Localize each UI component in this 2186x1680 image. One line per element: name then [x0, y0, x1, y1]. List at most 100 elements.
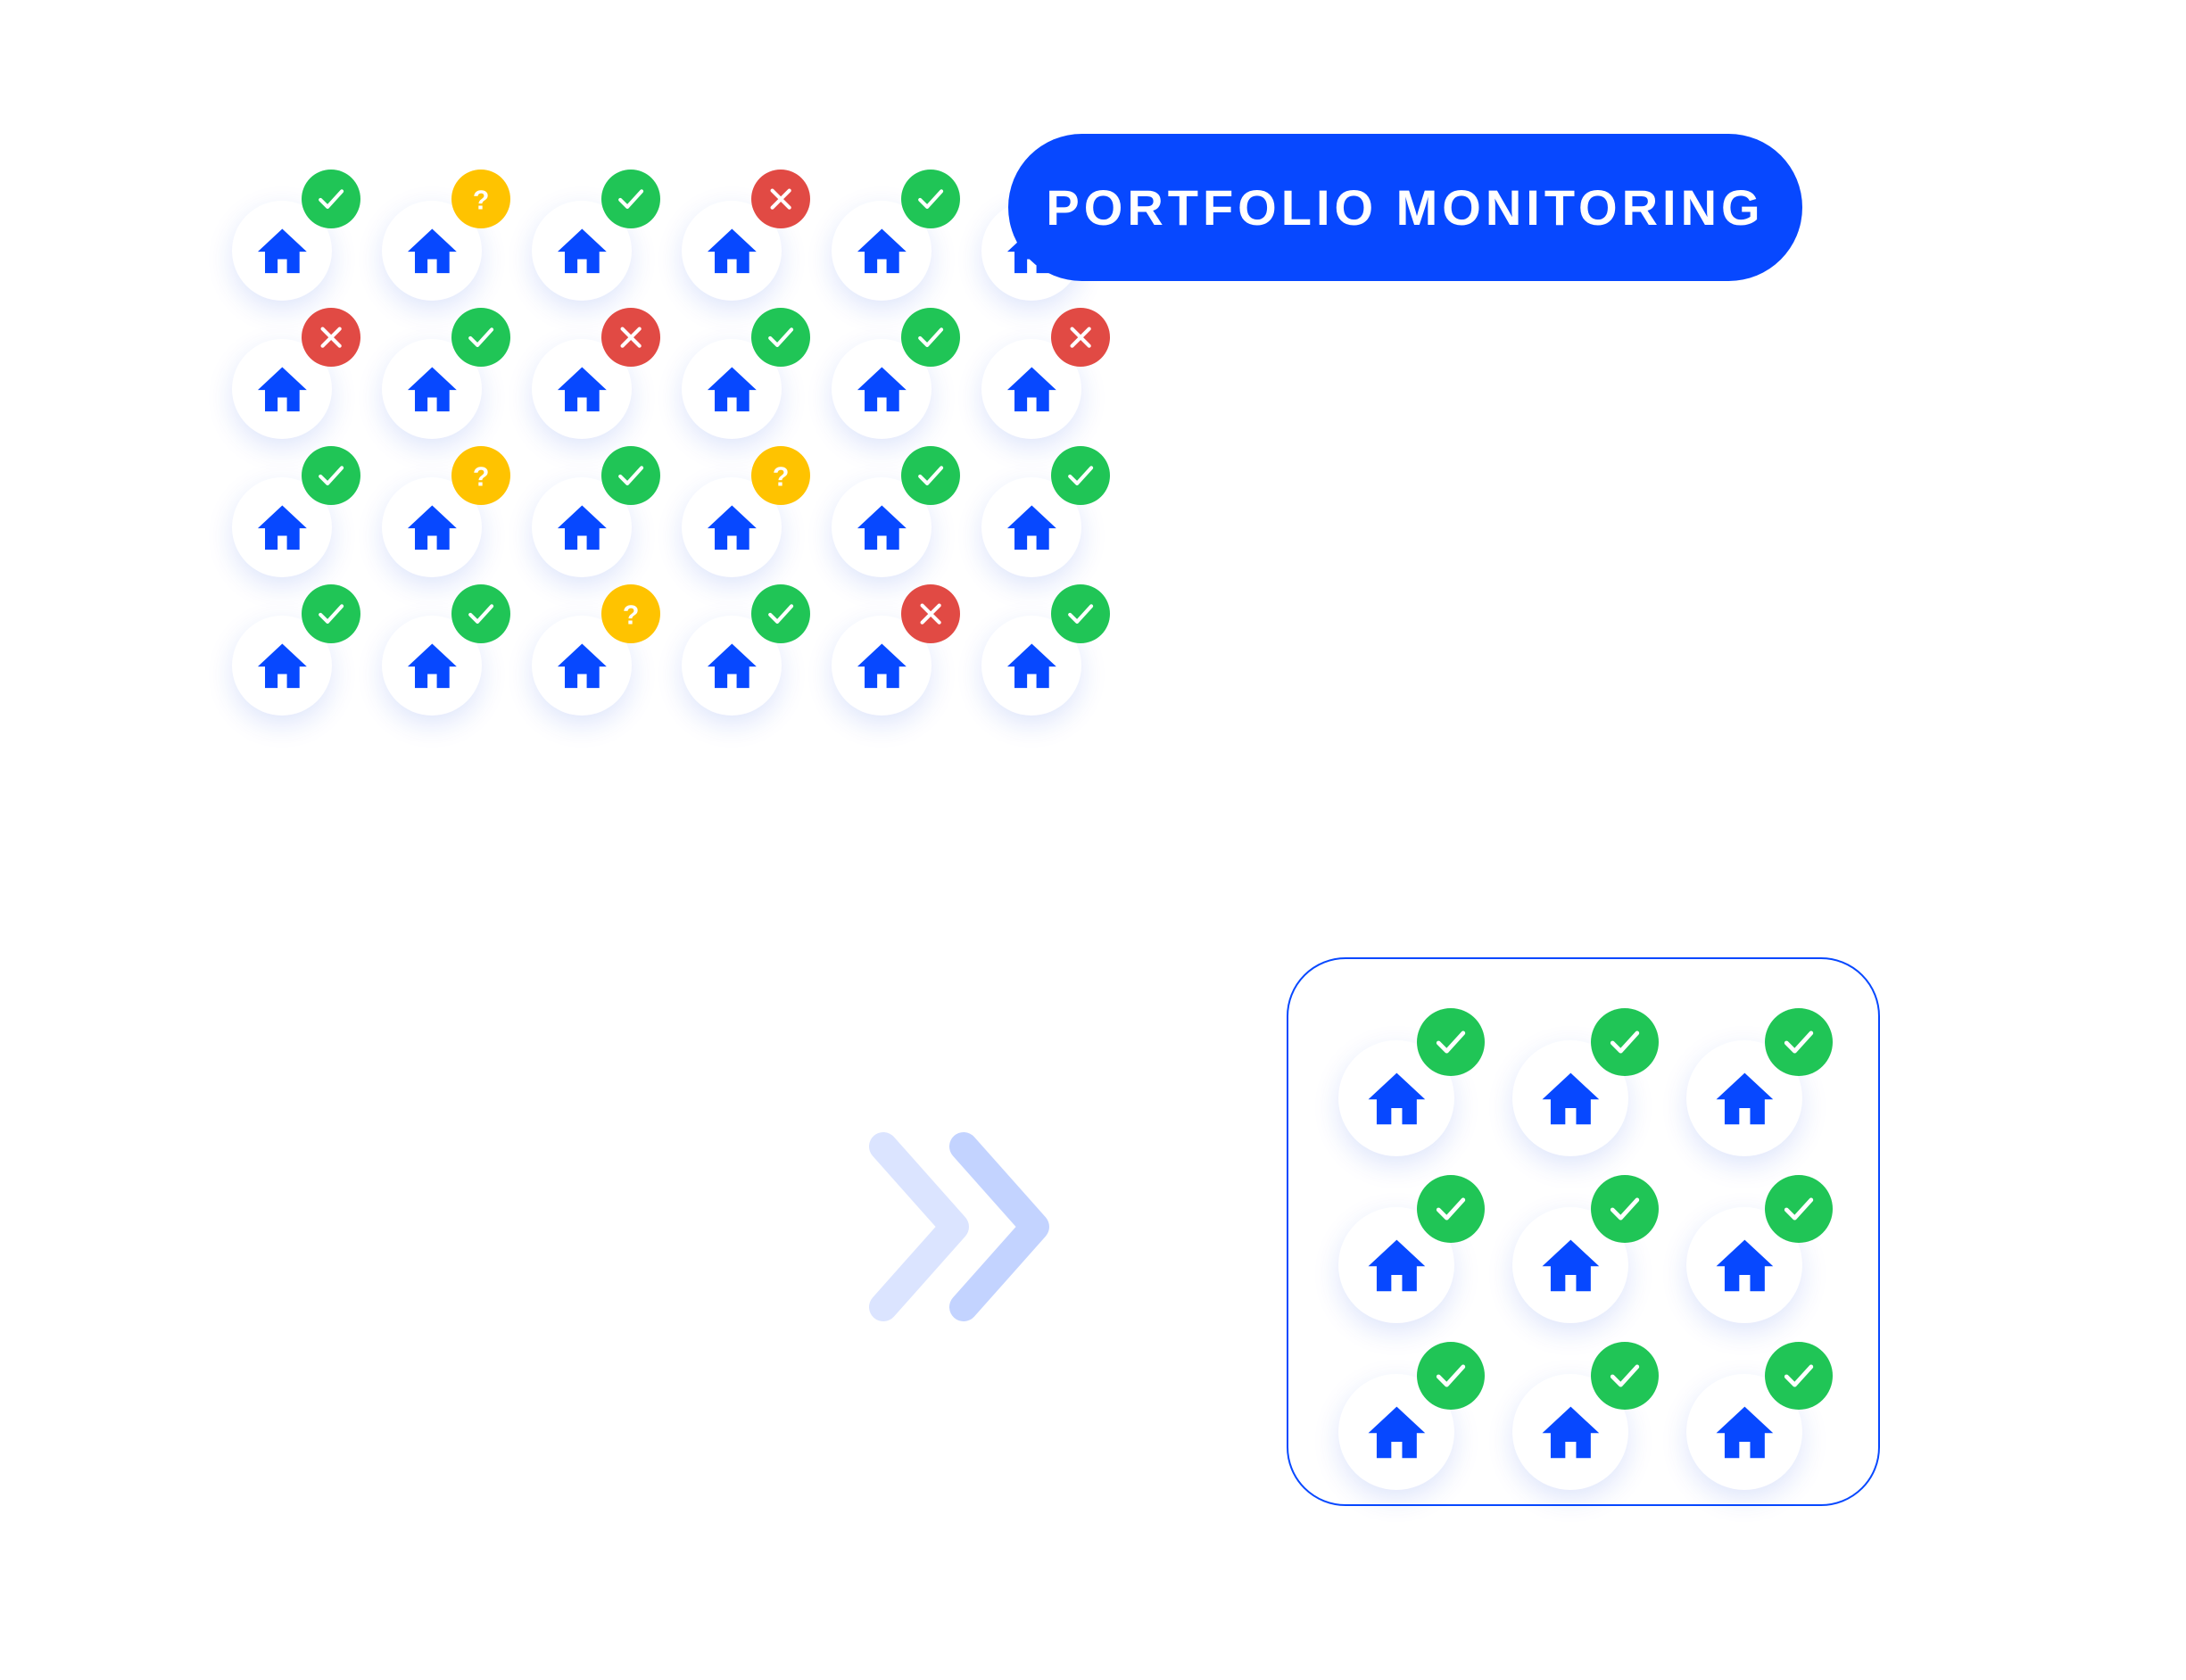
portfolio-house-3-4: ? — [682, 446, 824, 577]
house-icon — [1006, 505, 1056, 550]
status-badge-ok — [1765, 1175, 1833, 1243]
check-icon — [917, 466, 944, 485]
status-badge-unknown: ? — [451, 170, 510, 228]
status-badge-ok — [751, 584, 810, 643]
status-badge-ok — [451, 308, 510, 367]
status-badge-ok — [1417, 1175, 1485, 1243]
house-circle — [981, 339, 1081, 439]
portfolio-house-2-4 — [682, 308, 824, 439]
house-icon — [857, 505, 907, 550]
portfolio-house-4-1 — [232, 584, 375, 716]
status-badge-bad — [601, 308, 660, 367]
house-icon — [707, 643, 757, 688]
check-icon — [1436, 1197, 1466, 1221]
portfolio-house-1-1 — [232, 170, 375, 301]
status-badge-unknown: ? — [451, 446, 510, 505]
chevron-right-icon — [949, 1132, 1049, 1321]
check-icon — [1610, 1030, 1640, 1054]
status-badge-ok — [1417, 1008, 1485, 1076]
house-icon — [1368, 1239, 1425, 1291]
status-badge-ok — [1591, 1008, 1659, 1076]
status-badge-ok — [1051, 584, 1110, 643]
house-icon — [407, 367, 457, 411]
house-circle — [382, 339, 482, 439]
status-badge-ok — [451, 584, 510, 643]
check-icon — [917, 189, 944, 209]
monitored-house-1-3 — [1686, 1008, 1847, 1156]
check-icon — [1436, 1364, 1466, 1387]
house-icon — [1716, 1239, 1773, 1291]
portfolio-house-2-6 — [981, 308, 1124, 439]
monitored-house-2-3 — [1686, 1175, 1847, 1323]
status-badge-ok — [1591, 1342, 1659, 1410]
cross-icon — [1070, 327, 1091, 348]
portfolio-house-4-6 — [981, 584, 1124, 716]
portfolio-house-2-3 — [532, 308, 675, 439]
house-icon — [557, 505, 607, 550]
monitored-house-1-2 — [1512, 1008, 1673, 1156]
check-icon — [1436, 1030, 1466, 1054]
house-icon — [1006, 367, 1056, 411]
title-text: PORTFOLIO MONITORING — [1046, 179, 1765, 236]
house-icon — [1368, 1406, 1425, 1458]
monitored-house-1-1 — [1338, 1008, 1499, 1156]
check-icon — [1784, 1030, 1814, 1054]
monitored-house-3-3 — [1686, 1342, 1847, 1490]
status-badge-ok — [751, 308, 810, 367]
check-icon — [468, 604, 494, 624]
status-badge-unknown: ? — [751, 446, 810, 505]
portfolio-grid: ???? — [232, 170, 1124, 741]
check-icon — [917, 327, 944, 347]
house-icon — [1542, 1072, 1599, 1124]
status-badge-ok — [302, 584, 360, 643]
house-circle — [682, 201, 782, 301]
status-badge-ok — [1591, 1175, 1659, 1243]
check-icon — [767, 604, 794, 624]
check-icon — [1610, 1197, 1640, 1221]
house-icon — [407, 228, 457, 273]
chevron-left-icon — [869, 1132, 969, 1321]
portfolio-house-4-2 — [382, 584, 525, 716]
monitored-house-2-2 — [1512, 1175, 1673, 1323]
monitored-house-3-2 — [1512, 1342, 1673, 1490]
cross-icon — [620, 327, 642, 348]
house-icon — [257, 228, 307, 273]
house-icon — [257, 643, 307, 688]
house-icon — [857, 228, 907, 273]
status-badge-ok — [1051, 446, 1110, 505]
portfolio-house-4-5 — [832, 584, 974, 716]
house-icon — [707, 228, 757, 273]
check-icon — [318, 466, 344, 485]
status-badge-ok — [601, 170, 660, 228]
check-icon — [318, 189, 344, 209]
status-badge-bad — [751, 170, 810, 228]
house-icon — [707, 505, 757, 550]
double-chevron-right-icon — [869, 1132, 1049, 1321]
check-icon — [318, 604, 344, 624]
house-icon — [1716, 1072, 1773, 1124]
portfolio-house-1-2: ? — [382, 170, 525, 301]
svg-text:?: ? — [623, 600, 640, 630]
cross-icon — [320, 327, 342, 348]
house-icon — [1368, 1072, 1425, 1124]
house-icon — [1542, 1239, 1599, 1291]
check-icon — [468, 327, 494, 347]
question-icon: ? — [473, 186, 490, 215]
portfolio-monitoring-title: PORTFOLIO MONITORING — [1008, 134, 1802, 281]
svg-text:?: ? — [473, 462, 490, 492]
portfolio-house-2-5 — [832, 308, 974, 439]
question-icon: ? — [473, 462, 490, 492]
status-badge-unknown: ? — [601, 584, 660, 643]
check-icon — [617, 466, 644, 485]
status-badge-ok — [901, 170, 960, 228]
question-icon: ? — [773, 462, 790, 492]
cross-icon — [920, 603, 941, 625]
check-icon — [767, 327, 794, 347]
house-icon — [407, 505, 457, 550]
status-badge-bad — [901, 584, 960, 643]
house-icon — [557, 228, 607, 273]
question-icon: ? — [623, 600, 640, 630]
house-icon — [1716, 1406, 1773, 1458]
house-icon — [857, 367, 907, 411]
status-badge-ok — [901, 446, 960, 505]
